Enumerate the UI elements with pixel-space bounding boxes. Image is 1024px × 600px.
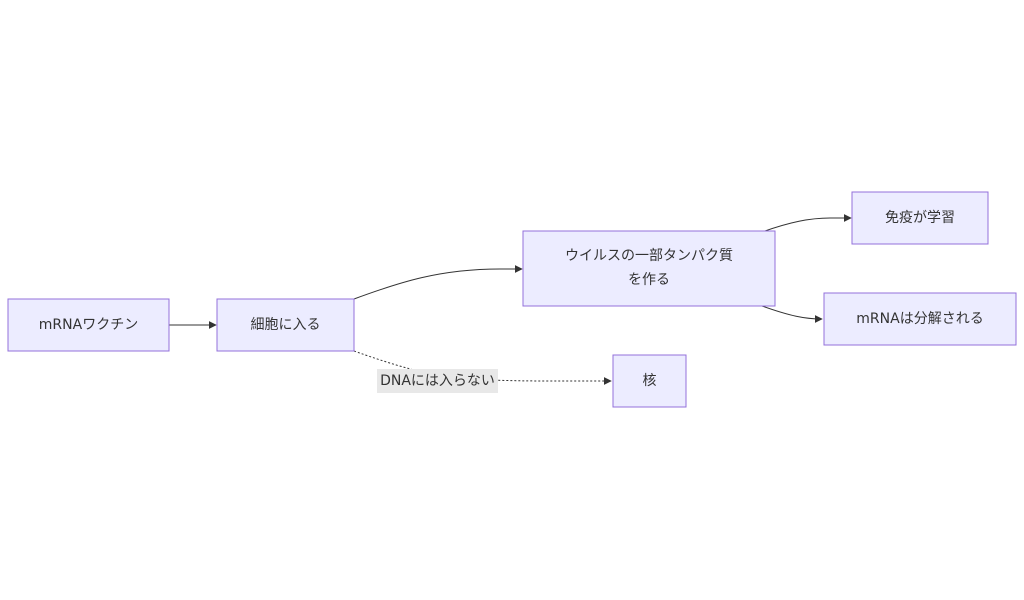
node-mrna-vaccine[interactable]: mRNAワクチン bbox=[7, 298, 170, 352]
edge-cell-to-protein bbox=[353, 265, 523, 300]
node-make-protein[interactable]: ウイルスの一部タンパク質 を作る bbox=[522, 230, 776, 307]
node-enter-cell-label: 細胞に入る bbox=[251, 317, 321, 333]
node-mrna-degraded-label: mRNAは分解される bbox=[856, 311, 983, 327]
node-mrna-vaccine-label: mRNAワクチン bbox=[39, 317, 138, 333]
edge-protein-to-degraded bbox=[761, 305, 823, 323]
node-immune-learn[interactable]: 免疫が学習 bbox=[851, 191, 989, 245]
edge-label-no-dna: DNAには入らない bbox=[377, 369, 498, 393]
edge-label-no-dna-text: DNAには入らない bbox=[380, 373, 495, 389]
node-nucleus-label: 核 bbox=[643, 373, 657, 389]
node-make-protein-label-line2: を作る bbox=[628, 272, 670, 288]
node-enter-cell[interactable]: 細胞に入る bbox=[216, 298, 355, 352]
node-nucleus[interactable]: 核 bbox=[612, 354, 687, 408]
edge-protein-to-immune bbox=[761, 214, 852, 233]
node-make-protein-label-line1: ウイルスの一部タンパク質 bbox=[565, 248, 733, 264]
node-immune-learn-label: 免疫が学習 bbox=[885, 210, 955, 226]
node-mrna-degraded[interactable]: mRNAは分解される bbox=[823, 292, 1017, 346]
